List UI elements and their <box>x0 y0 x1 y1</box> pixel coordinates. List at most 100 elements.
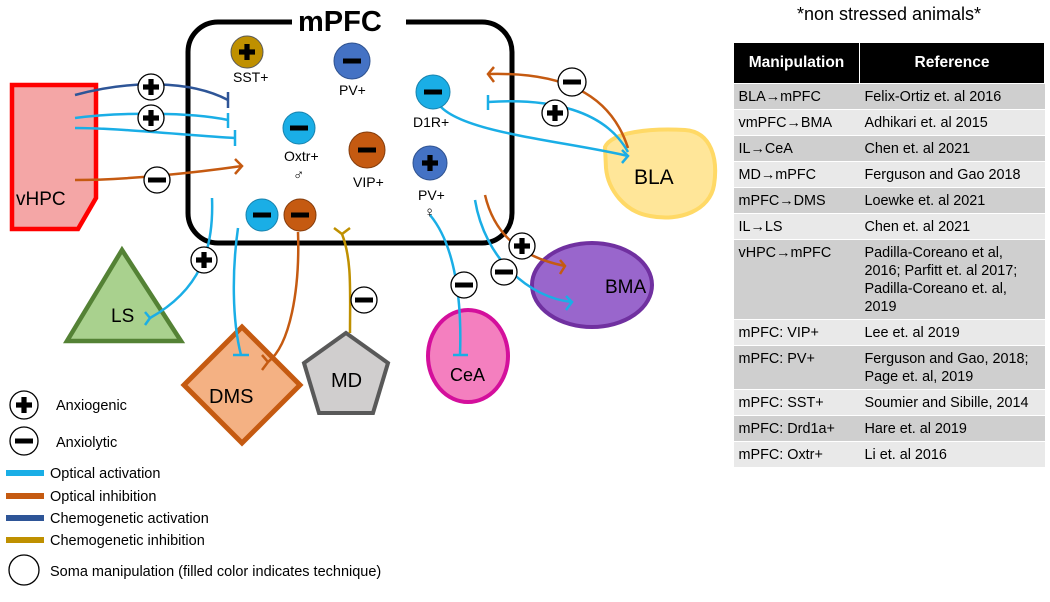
svg-text:Soma manipulation (filled colo: Soma manipulation (filled color indicate… <box>50 564 381 580</box>
d1r-label: D1R+ <box>413 114 449 130</box>
d1r-cell: D1R+ <box>413 74 451 130</box>
ls-label: LS <box>111 306 134 327</box>
svg-text:Optical activation: Optical activation <box>50 466 160 482</box>
cea-label: CeA <box>450 365 485 385</box>
reference-cell: Chen et. al 2021 <box>859 213 1045 240</box>
manipulation-cell: IL→CeA <box>733 135 860 162</box>
sst-label: SST+ <box>233 69 268 85</box>
anxiogenic-badge <box>541 99 569 127</box>
dms-soma-activation-cell <box>245 198 279 232</box>
header-manipulation: Manipulation <box>733 42 860 84</box>
table-row: mPFC: Drd1a+Hare et. al 2019 <box>733 415 1045 442</box>
terminal-dms-inh <box>261 354 270 371</box>
legend-optical-inhibition: Optical inhibition <box>6 489 156 505</box>
mpfc-title: mPFC <box>298 6 382 38</box>
terminal-bla-inh <box>486 66 495 83</box>
anxiogenic-badge <box>508 232 536 260</box>
legend-anxiogenic: Anxiogenic <box>9 390 127 420</box>
manipulation-cell: BLA→mPFC <box>733 83 860 110</box>
reference-cell: Loewke et. al 2021 <box>859 187 1045 214</box>
svg-text:Anxiolytic: Anxiolytic <box>56 435 117 451</box>
dms-region: DMS <box>180 323 304 447</box>
reference-cell: Li et. al 2016 <box>859 441 1045 467</box>
reference-cell: Chen et. al 2021 <box>859 135 1045 162</box>
legend-chemogenetic-inhibition: Chemogenetic inhibition <box>6 533 205 549</box>
bma-region: BMA <box>530 241 654 329</box>
legend-soma-manipulation: Soma manipulation (filled color indicate… <box>8 554 381 586</box>
svg-text:Chemogenetic activation: Chemogenetic activation <box>50 511 209 527</box>
dms-label: DMS <box>209 386 253 408</box>
vhpc-optical-activation-path-2 <box>74 126 236 140</box>
anxiolytic-badge <box>557 67 587 97</box>
md-label: MD <box>331 370 362 392</box>
svg-text:Optical inhibition: Optical inhibition <box>50 489 156 505</box>
anxiogenic-badge <box>137 73 165 101</box>
table-row: mPFC: VIP+Lee et. al 2019 <box>733 319 1045 346</box>
svg-text:Chemogenetic inhibition: Chemogenetic inhibition <box>50 533 205 549</box>
terminal-opt-inh-vhpc <box>234 158 244 175</box>
table-row: mPFC: PV+Ferguson and Gao, 2018; Page et… <box>733 345 1045 390</box>
md-region: MD <box>301 330 391 415</box>
oxtr-label: Oxtr+ <box>284 148 319 164</box>
oxtr-cell: Oxtr+ ♂ <box>282 111 319 184</box>
manipulation-cell: mPFC: PV+ <box>733 345 860 390</box>
manipulation-cell: mPFC→DMS <box>733 187 860 214</box>
anxiolytic-badge <box>143 166 171 194</box>
manipulation-cell: vHPC→mPFC <box>733 239 860 320</box>
legend: Anxiogenic Anxiolytic Optical activation… <box>6 390 381 586</box>
reference-cell: Adhikari et. al 2015 <box>859 109 1045 136</box>
legend-anxiolytic: Anxiolytic <box>9 426 117 456</box>
manipulation-cell: vmPFC→BMA <box>733 109 860 136</box>
anxiolytic-badge <box>450 271 478 299</box>
bla-optical-activation-path <box>487 100 630 153</box>
bma-label: BMA <box>605 277 647 298</box>
dms-optical-inhibition-path <box>267 231 300 363</box>
bla-region: BLA <box>602 127 718 220</box>
manipulation-cell: MD→mPFC <box>733 161 860 188</box>
manipulation-cell: mPFC: Oxtr+ <box>733 441 860 467</box>
terminal-ls <box>143 311 152 326</box>
ls-region: LS <box>63 245 186 344</box>
manipulation-cell: IL→LS <box>733 213 860 240</box>
oxtr-sex-symbol: ♂ <box>293 167 304 184</box>
pv-female-label: PV+ <box>418 187 445 203</box>
terminal-bma-inh <box>558 259 567 275</box>
manipulation-cell: mPFC: VIP+ <box>733 319 860 346</box>
anxiogenic-badge <box>190 246 218 274</box>
reference-cell: Soumier and Sibille, 2014 <box>859 389 1045 416</box>
legend-optical-activation: Optical activation <box>6 466 160 482</box>
pv-cell: PV+ <box>333 42 371 98</box>
header-reference: Reference <box>859 42 1045 84</box>
pv-label: PV+ <box>339 82 366 98</box>
vhpc-label: vHPC <box>16 189 66 210</box>
md-chemogenetic-inhibition-path <box>340 233 352 334</box>
bla-label: BLA <box>634 166 674 189</box>
reference-cell: Felix-Ortiz et. al 2016 <box>859 83 1045 110</box>
table-header-row: Manipulation Reference <box>733 42 1045 84</box>
vip-cell: VIP+ <box>348 131 386 190</box>
reference-cell: Padilla-Coreano et al, 2016; Parfitt et.… <box>859 239 1045 320</box>
circuit-diagram: vHPC BLA BMA LS DMS MD CeA mPFC <box>6 4 718 586</box>
terminal-bma-act <box>565 295 574 311</box>
dms-soma-inhibition-cell <box>283 198 317 232</box>
pv-female-cell: PV+ ♀ <box>412 145 448 221</box>
anxiolytic-badge <box>350 286 378 314</box>
svg-text:Anxiogenic: Anxiogenic <box>56 398 127 414</box>
d1r-optical-activation-path <box>434 99 629 158</box>
vip-label: VIP+ <box>353 174 384 190</box>
reference-cell: Lee et. al 2019 <box>859 319 1045 346</box>
table-row: mPFC: Oxtr+Li et. al 2016 <box>733 441 1045 467</box>
table-note: *non stressed animals* <box>796 4 982 24</box>
anxiolytic-badge <box>490 258 518 286</box>
manipulation-cell: mPFC: SST+ <box>733 389 860 416</box>
terminal-d1r <box>621 149 630 164</box>
anxiogenic-badge <box>137 104 165 132</box>
legend-chemogenetic-activation: Chemogenetic activation <box>6 511 209 527</box>
dms-optical-activation-path <box>232 227 243 356</box>
